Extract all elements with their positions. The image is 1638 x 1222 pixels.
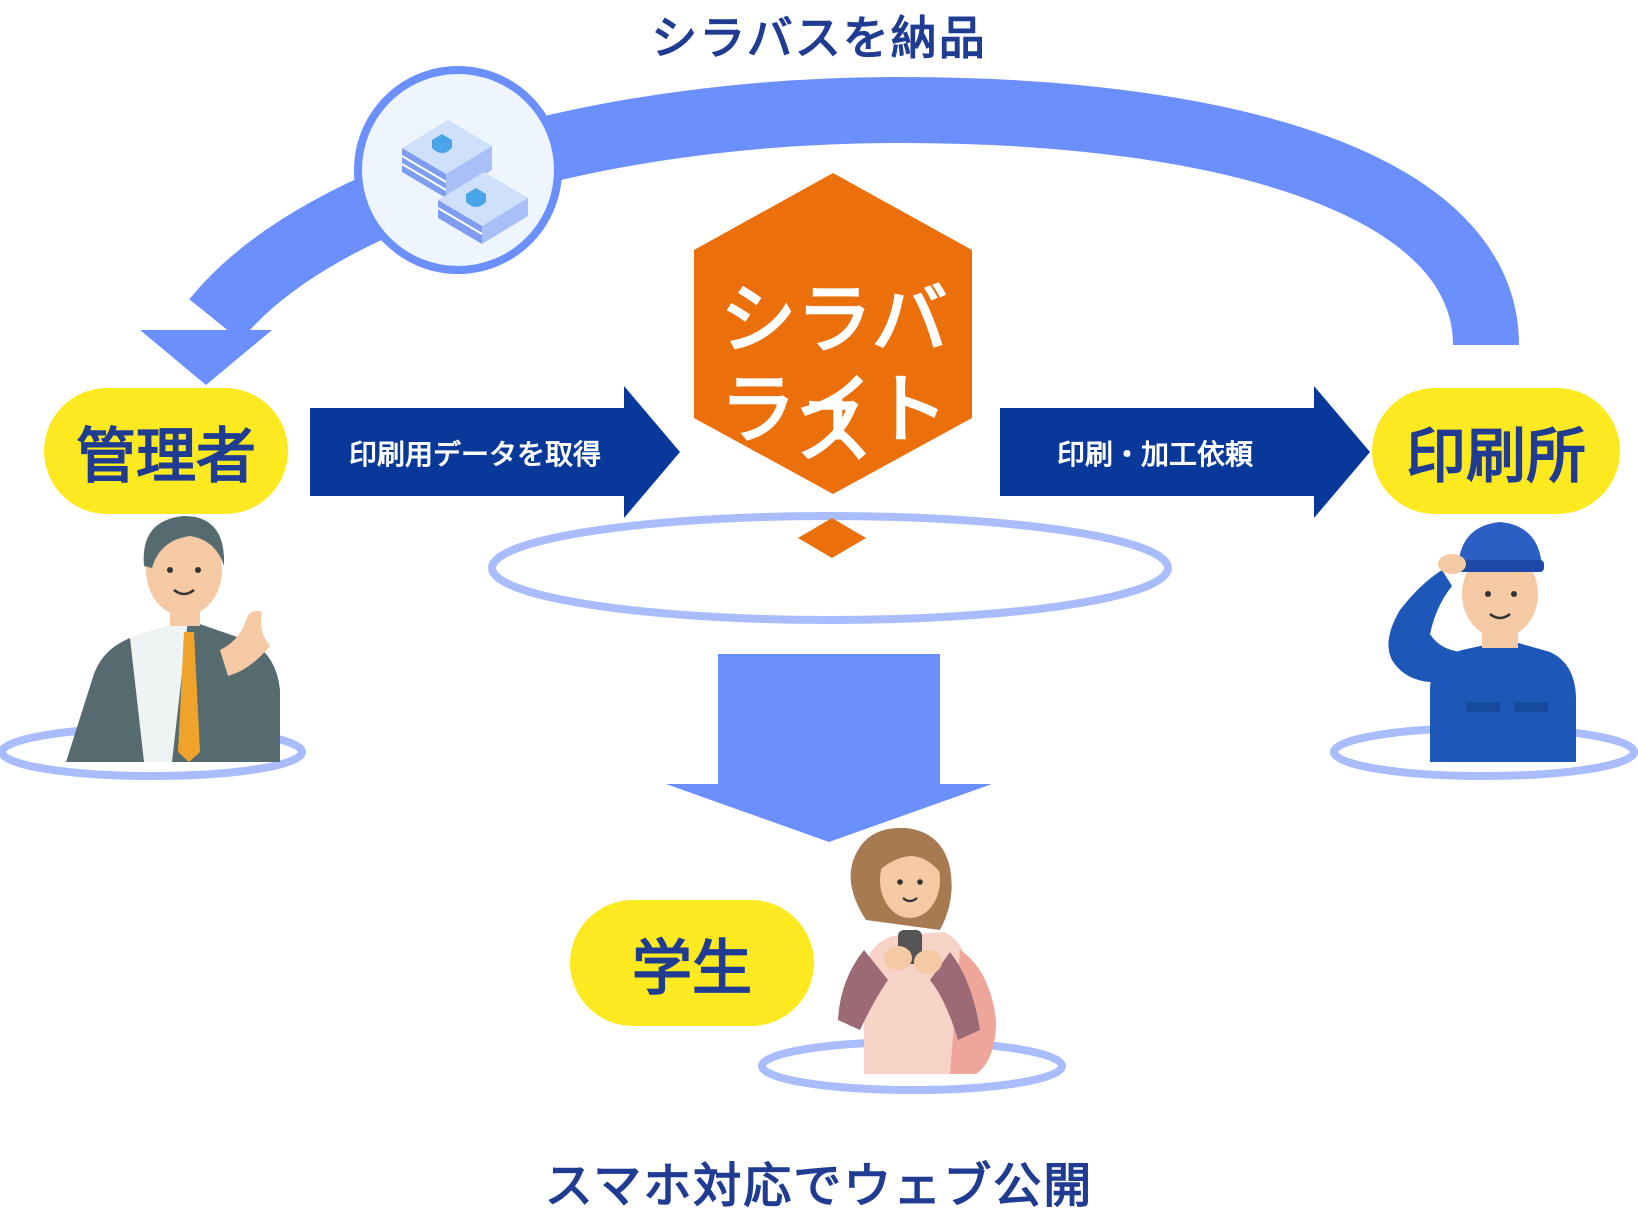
get-data-label: 印刷用データを取得 <box>348 438 601 471</box>
publish-caption: スマホ対応でウェブ公開 <box>544 1158 1094 1214</box>
admin-person-illustration <box>66 516 280 762</box>
student-person-illustration <box>838 827 996 1074</box>
book-stack-icon <box>437 172 528 244</box>
printer-person-illustration <box>1388 522 1576 762</box>
publish-down-arrow <box>666 654 992 842</box>
logo-text-line2: ライト <box>720 365 948 454</box>
print-order-label: 印刷・加工依頼 <box>1056 438 1253 471</box>
role-admin-badge: 管理者 <box>44 388 288 514</box>
logo-text-line1: シラバス <box>720 275 948 474</box>
print-order-arrow <box>1000 386 1370 518</box>
syllabus-books-badge <box>354 66 562 274</box>
delivery-arrowhead <box>140 330 272 385</box>
logo-hexagon <box>694 173 972 494</box>
center-platform-ring <box>488 512 1172 624</box>
delivery-caption: シラバスを納品 <box>651 11 987 65</box>
get-data-arrow <box>310 386 680 518</box>
logo-diamond <box>798 518 866 558</box>
role-printer-badge: 印刷所 <box>1372 388 1620 514</box>
book-stack-icon <box>401 120 492 198</box>
role-student-badge: 学生 <box>570 900 814 1026</box>
